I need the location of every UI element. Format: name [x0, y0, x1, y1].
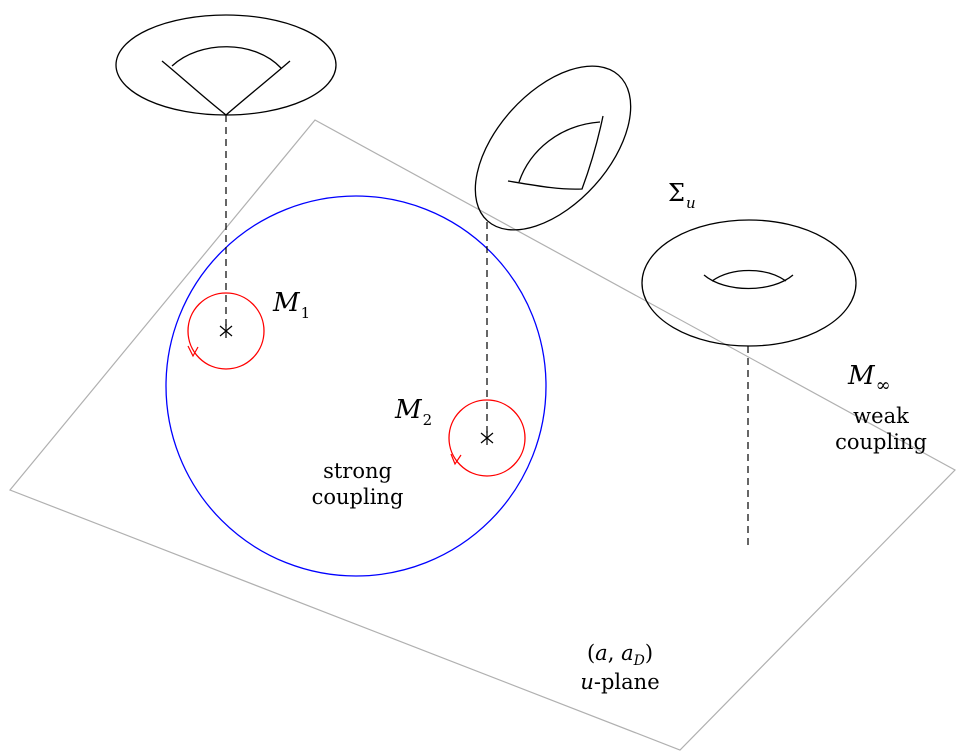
u-plane-boundary [9, 119, 956, 751]
monodromy-loop-m2 [448, 399, 526, 477]
periods-open-paren: ( [586, 641, 596, 665]
strong-coupling-line2: coupling [311, 485, 404, 509]
m2-subscript: 2 [422, 411, 433, 429]
strong-coupling-region [165, 195, 547, 577]
m-inf-label: M∞ [848, 361, 891, 395]
m2-symbol: M [395, 395, 422, 425]
periods-close-paren: ) [644, 641, 654, 665]
m-inf-subscript: ∞ [875, 375, 891, 396]
degenerate-torus-m2 [474, 65, 632, 231]
m1-subscript: 1 [300, 304, 311, 322]
degenerate-torus-m1 [115, 14, 337, 116]
weak-coupling-line1: weak [853, 404, 909, 428]
singularity-marker-m2 [480, 431, 494, 445]
period-a-d: a [621, 641, 634, 665]
weak-coupling-label: weak coupling [826, 403, 936, 455]
sigma-subscript: u [685, 194, 696, 212]
periods-label: (a, aD) [555, 640, 685, 669]
plane-suffix: -plane [593, 670, 660, 694]
period-a-d-subscript: D [633, 653, 645, 669]
m1-label: M1 [273, 288, 310, 321]
u-plane-label: u-plane [565, 669, 675, 695]
sigma-symbol: Σ [668, 179, 685, 207]
monodromy-loop-m1 [187, 292, 265, 370]
strong-coupling-label: strong coupling [300, 458, 415, 510]
weak-coupling-line2: coupling [835, 430, 927, 454]
periods-comma: , [607, 641, 622, 665]
loop-arrow-m1 [187, 345, 199, 358]
u-variable: u [580, 670, 594, 694]
m1-symbol: M [273, 288, 300, 318]
singularity-marker-m1 [219, 324, 233, 338]
strong-coupling-line1: strong [323, 459, 392, 483]
m-inf-symbol: M [848, 361, 875, 391]
sigma-u-label: Σu [668, 179, 696, 211]
period-a: a [595, 641, 608, 665]
loop-arrow-m2 [450, 453, 462, 466]
m2-label: M2 [395, 395, 432, 428]
smooth-torus-sigma-u [641, 219, 857, 347]
